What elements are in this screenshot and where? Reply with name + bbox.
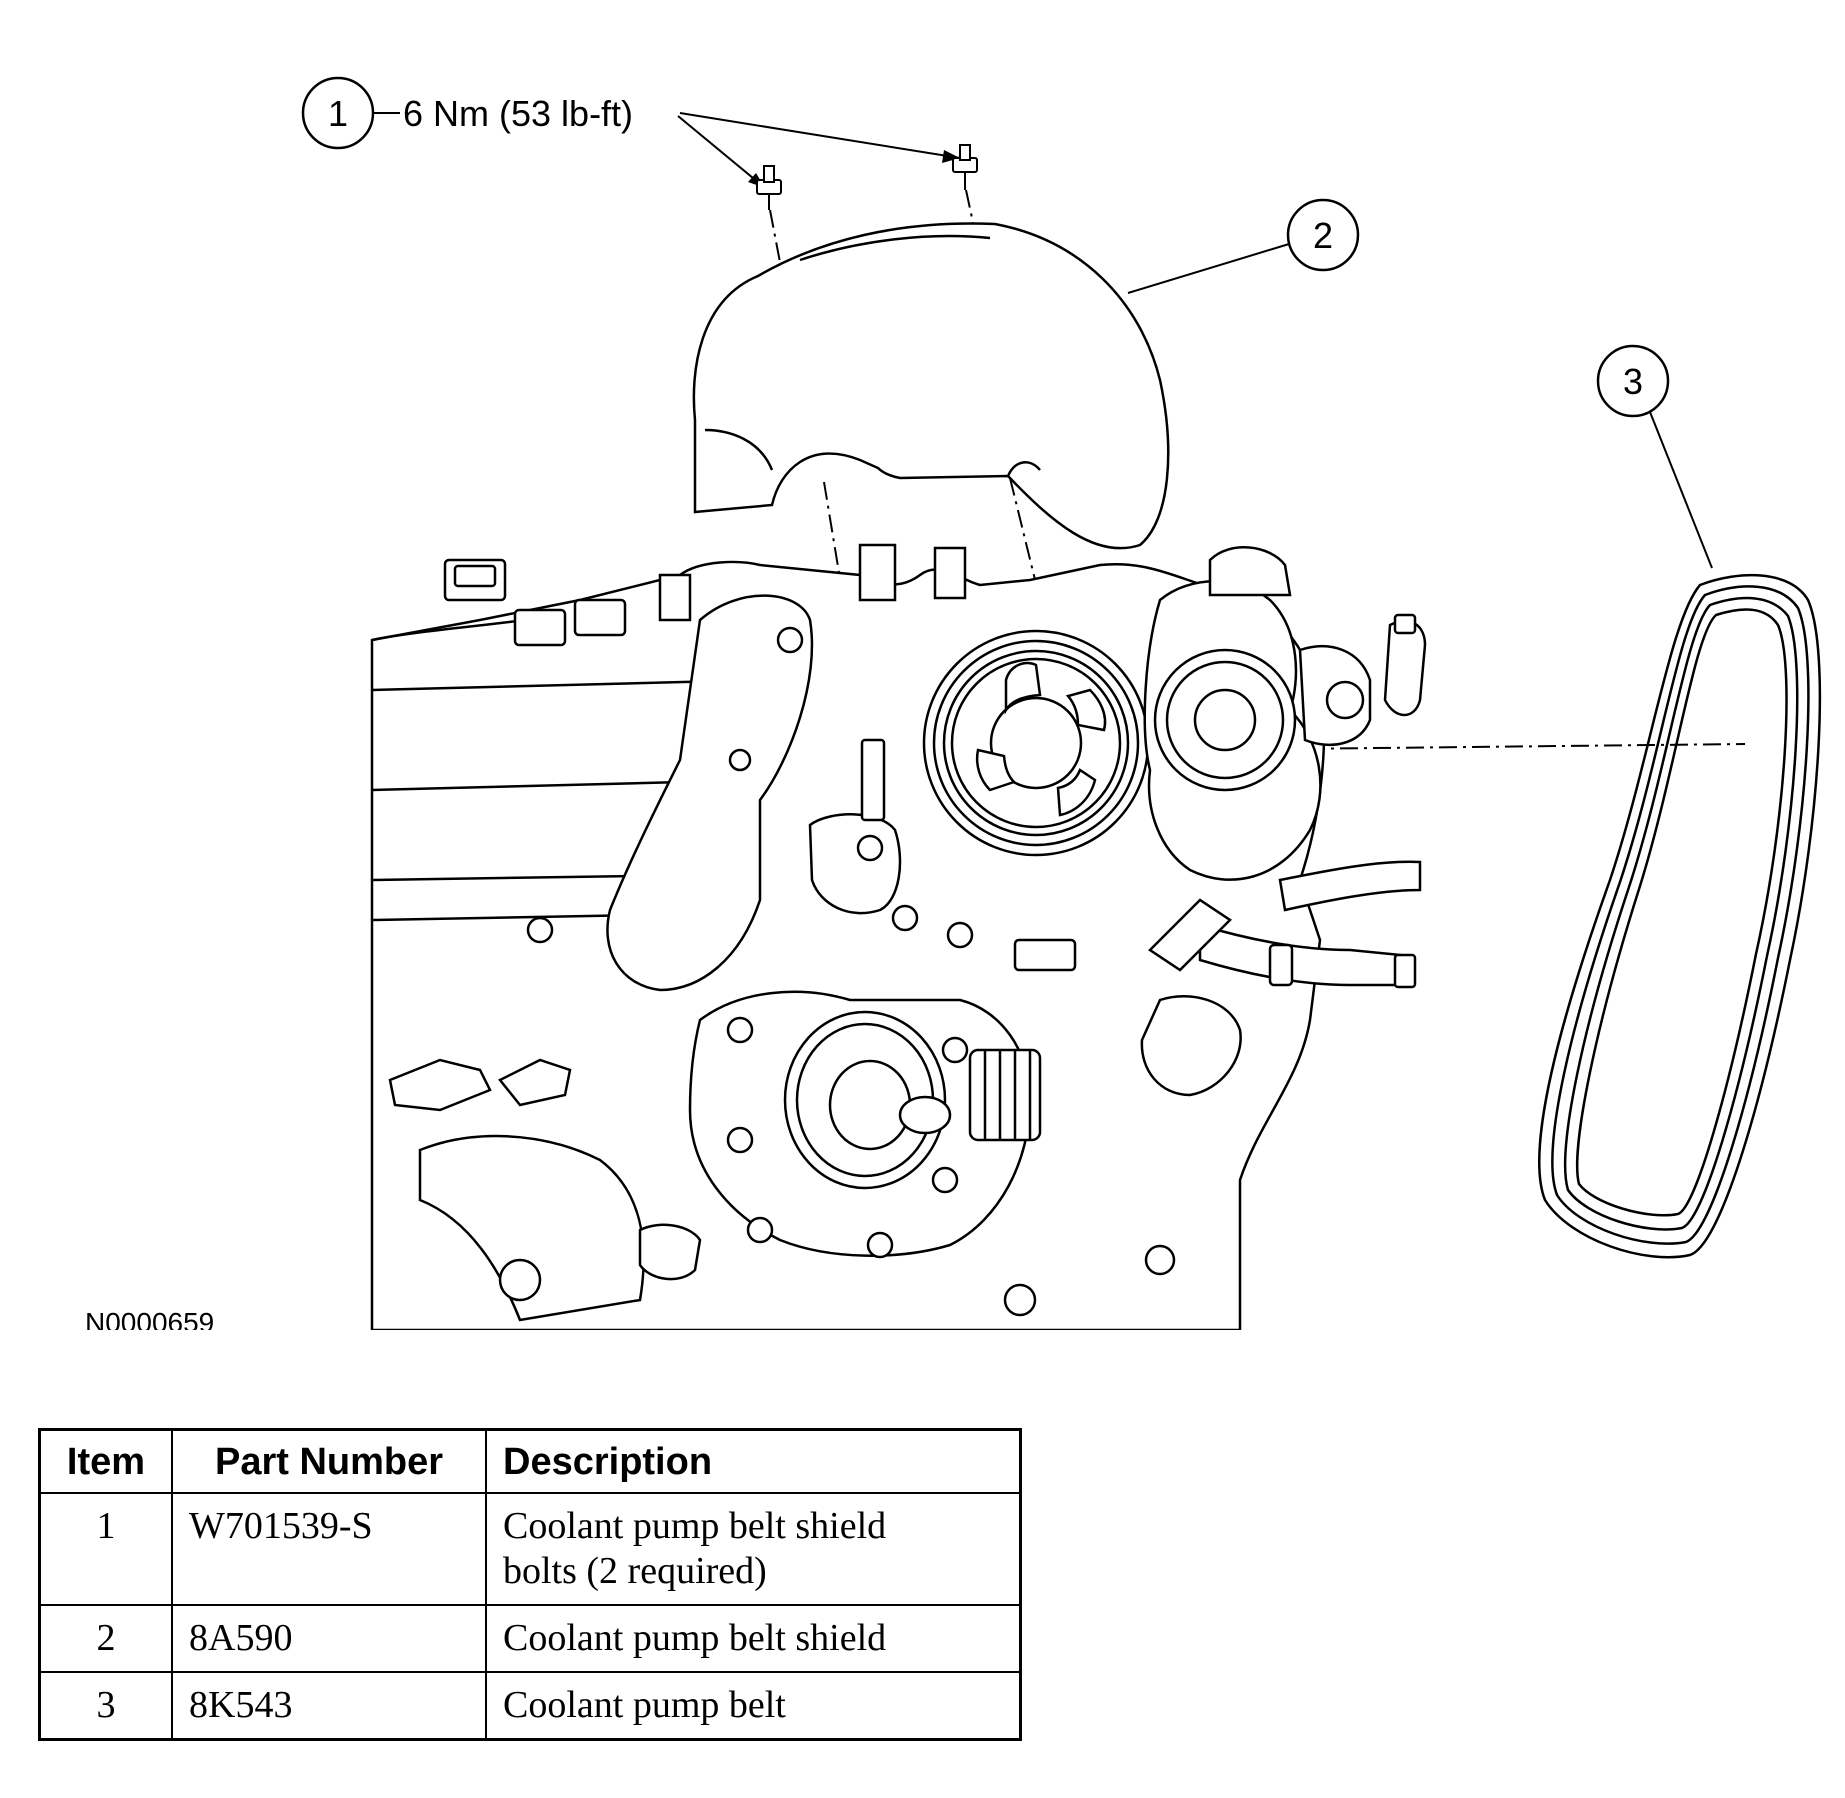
cell-description: Coolant pump belt xyxy=(485,1671,1022,1741)
coolant-pump-belt-shield xyxy=(692,222,1170,550)
callout-3: 3 xyxy=(1596,344,1713,569)
description-line: Coolant pump belt shield xyxy=(503,1505,887,1547)
cell-description: Coolant pump belt shield bolts (2 requir… xyxy=(485,1492,1022,1606)
description-line: Coolant pump belt xyxy=(503,1684,786,1726)
cell-item: 2 xyxy=(38,1604,173,1673)
callout-1: 1 6 Nm (53 lb-ft) xyxy=(301,76,961,189)
header-item: Item xyxy=(38,1428,173,1494)
cell-part-number: 8K543 xyxy=(171,1671,487,1741)
cell-part-number: 8A590 xyxy=(171,1604,487,1673)
header-part-number: Part Number xyxy=(171,1428,487,1494)
exploded-view-illustration: 1 6 Nm (53 lb-ft) 2 xyxy=(85,76,1822,1330)
cell-part-number: W701539-S xyxy=(171,1492,487,1606)
shield-bolt-right xyxy=(952,144,978,190)
svg-text:2: 2 xyxy=(1313,215,1333,256)
cell-item: 1 xyxy=(38,1492,173,1606)
description-line: Coolant pump belt shield xyxy=(503,1617,887,1659)
shield-bolt-left xyxy=(756,165,782,210)
table-row: 1 W701539-S Coolant pump belt shield bol… xyxy=(38,1492,1022,1606)
torque-spec: 6 Nm (53 lb-ft) xyxy=(403,93,633,134)
svg-text:3: 3 xyxy=(1623,361,1643,402)
coolant-pump-belt xyxy=(1538,573,1822,1259)
cell-item: 3 xyxy=(38,1671,173,1741)
header-description: Description xyxy=(485,1428,1022,1494)
table-row: 2 8A590 Coolant pump belt shield xyxy=(38,1604,1022,1673)
engine-assembly xyxy=(370,543,1427,1330)
cell-description: Coolant pump belt shield xyxy=(485,1604,1022,1673)
parts-table: Item Part Number Description 1 W701539-S… xyxy=(38,1428,1022,1741)
callout-2: 2 xyxy=(1127,198,1360,294)
table-header-row: Item Part Number Description xyxy=(38,1428,1022,1494)
figure-id: N0000659 xyxy=(85,1307,214,1330)
table-row: 3 8K543 Coolant pump belt xyxy=(38,1671,1022,1741)
description-line: bolts (2 required) xyxy=(503,1550,767,1592)
svg-text:1: 1 xyxy=(328,93,348,134)
